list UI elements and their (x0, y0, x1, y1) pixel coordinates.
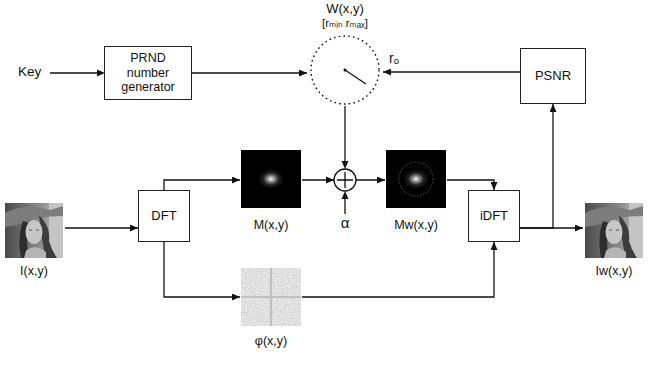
output-image (585, 203, 643, 258)
image-panel: M(x,y) (240, 150, 302, 232)
watermarked-magnitude-image (386, 150, 446, 208)
magnitude-blob (258, 169, 284, 189)
signal-name: Iw(x,y) (596, 264, 633, 278)
box-label: PRND number generator (110, 51, 186, 94)
image-panel: Iw(x,y) (583, 203, 645, 278)
signal-arrow (520, 104, 553, 228)
input-label: Key (18, 64, 41, 80)
arrow-head (326, 177, 334, 184)
signal-arrow (164, 180, 240, 190)
edge-label: rₒ (389, 50, 399, 66)
key-wire (50, 72, 97, 73)
dial-wire (344, 106, 345, 161)
adder-plus (337, 172, 353, 188)
box-label: iDFT (480, 209, 508, 224)
signal-name: φ(x,y) (255, 334, 287, 348)
signal-arrow (447, 180, 494, 190)
process-box: DFT (138, 190, 190, 242)
signal-arrow (302, 242, 494, 297)
image-panel: Mw(x,y) (385, 150, 447, 232)
input-image (5, 203, 63, 258)
image-panel: φ(x,y) (240, 268, 302, 348)
signal-name: W(x,y) (326, 2, 364, 17)
arrow-head (342, 161, 349, 169)
watermark-ring (399, 162, 433, 196)
signal-name: M(x,y) (254, 218, 289, 232)
magnitude-image (241, 150, 301, 208)
signal-arrow (383, 71, 520, 72)
phase-image (241, 268, 301, 326)
alpha-wire (344, 199, 345, 214)
signal-arrow (192, 72, 307, 73)
process-box: PSNR (520, 48, 586, 104)
scale-factor: α (341, 214, 350, 231)
key-dial: W(x,y)[rₘᵢₙ rₘₐₓ] (307, 2, 383, 106)
phase-cross (241, 268, 301, 326)
signal-name: I(x,y) (20, 264, 48, 278)
process-box: PRND number generator (104, 46, 192, 100)
arrow-head (342, 191, 349, 199)
process-box: iDFT (468, 190, 520, 242)
box-label: DFT (151, 209, 176, 224)
signal-arrow (65, 227, 138, 228)
adder-circle (334, 169, 356, 191)
range-label: [rₘᵢₙ rₘₐₓ] (322, 17, 368, 30)
dial-symbol (311, 36, 379, 104)
signal-arrow (164, 242, 240, 297)
signal-name: Mw(x,y) (394, 218, 438, 232)
box-label: PSNR (535, 69, 571, 84)
magnitude-blob (403, 169, 429, 189)
image-panel: I(x,y) (3, 203, 65, 278)
